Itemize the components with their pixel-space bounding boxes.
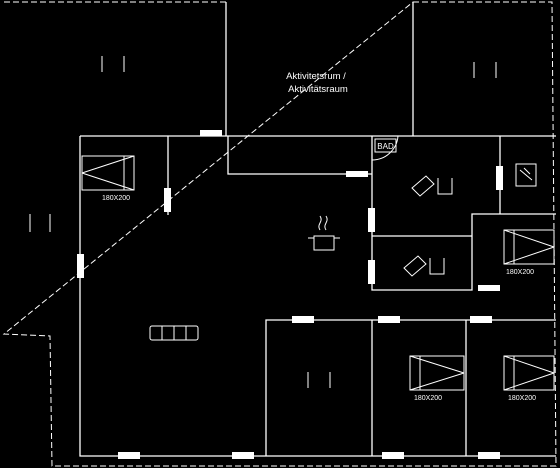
bed-4-size: 180X200 [508,395,536,402]
window-markers [77,130,503,459]
bed-2-size: 180X200 [506,269,534,276]
activity-room-label-line2: Aktivitätsraum [288,84,348,95]
column-marks [29,56,497,388]
washing-machine-icon [515,163,537,187]
bed-3-size: 180X200 [414,395,442,402]
sofa-icon [149,325,199,341]
bathroom-door-arc [371,135,399,161]
wc-label-box [374,138,397,153]
bed-1 [81,155,135,191]
bed-4 [503,355,555,391]
bed-2 [503,229,555,265]
right-rooms-walls [371,136,556,291]
activity-room-walls [225,2,414,137]
bathroom-fixtures-icon [403,175,453,277]
lower-bedrooms-walls [265,319,556,456]
cooking-pot-icon [308,215,340,251]
wc-label: BAD [377,142,394,151]
bed-3 [409,355,465,391]
activity-room-label-line1: Aktivitetsrum / [286,71,346,82]
bed-1-size: 180X200 [102,195,130,202]
apartment-outer-wall [79,135,556,457]
hall-partition [227,136,372,175]
